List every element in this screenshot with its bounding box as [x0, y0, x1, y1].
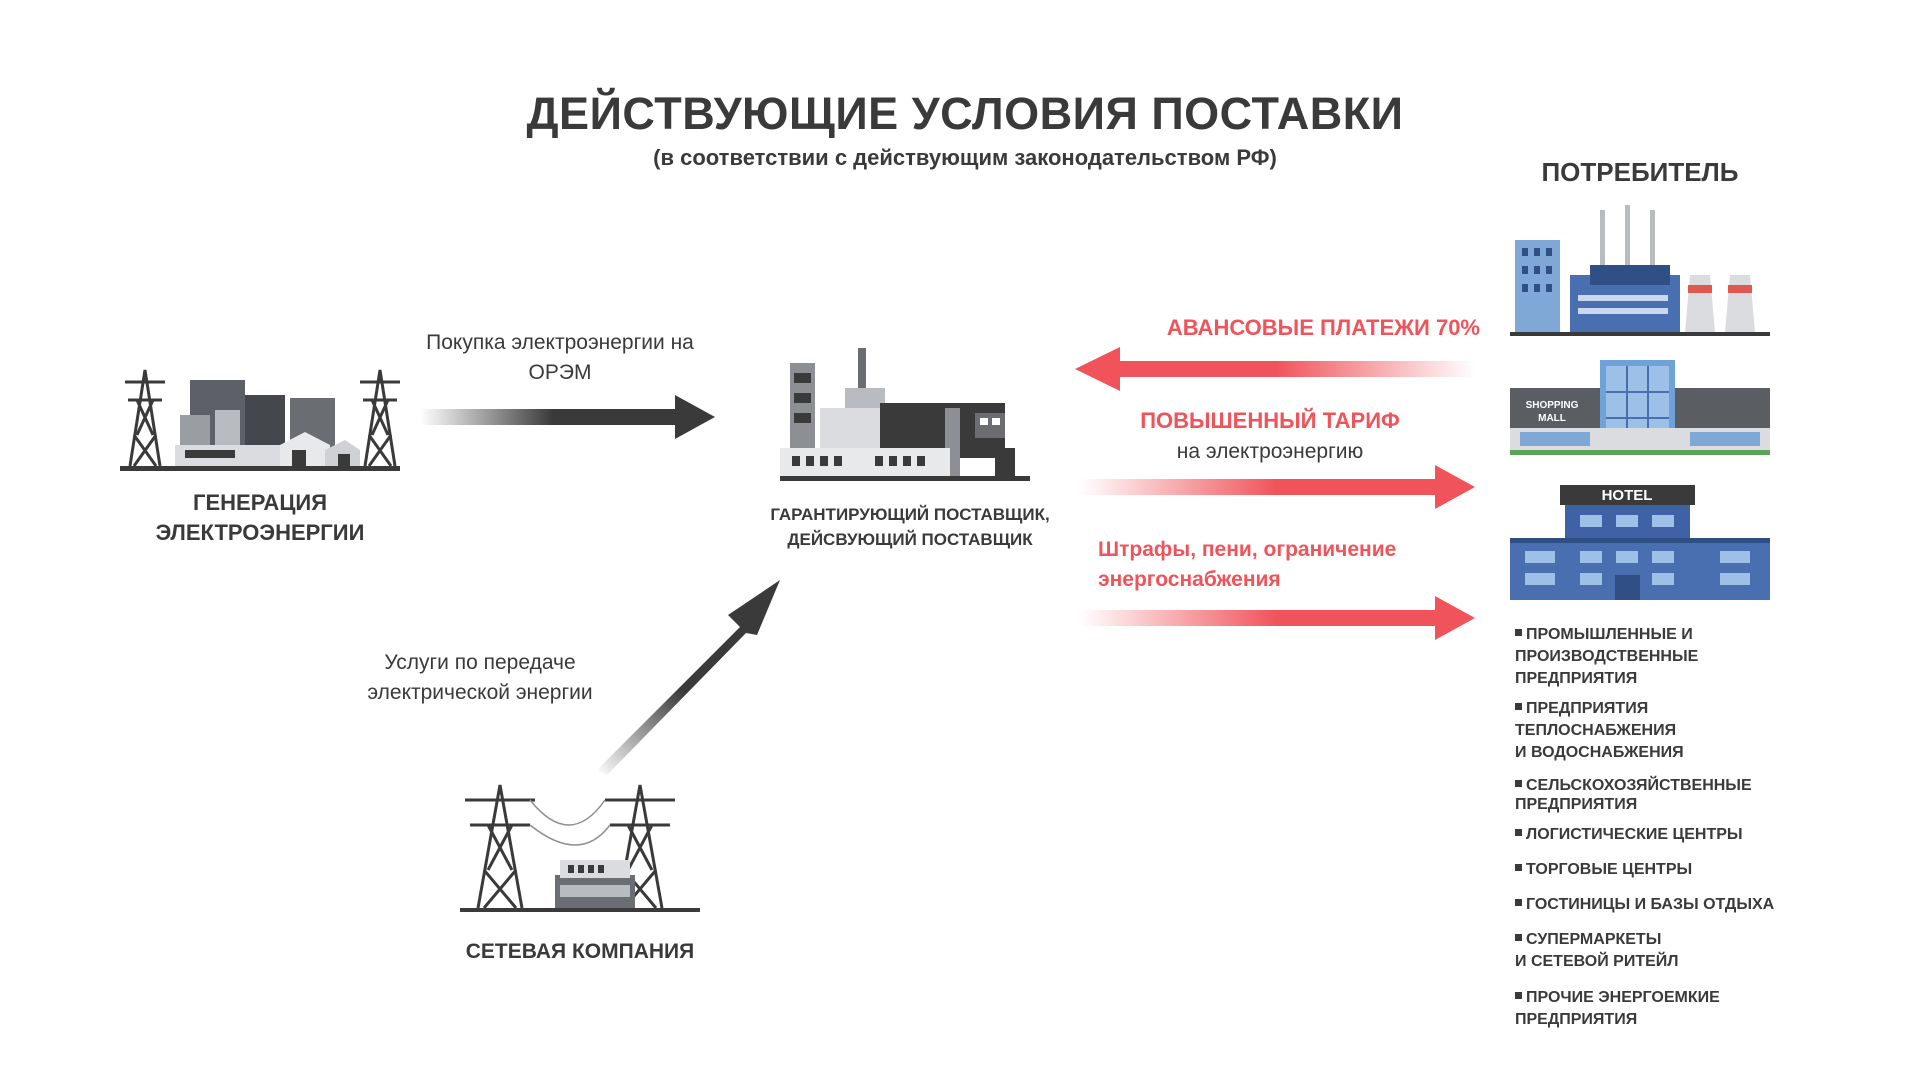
mall-sign-line2: MALL: [1538, 413, 1566, 424]
list-item: ПРОЧИЕ ЭНЕРГОЕМКИЕ ПРЕДПРИЯТИЯ: [1515, 989, 1720, 1028]
list-item: ПРОМЫШЛЕННЫЕ И ПРОИЗВОДСТВЕННЫЕ ПРЕДПРИЯ…: [1515, 626, 1699, 687]
supplier-label-line1: ГАРАНТИРУЮЩИЙ ПОСТАВЩИК,: [770, 505, 1050, 524]
list-item: СЕЛЬСКОХОЗЯЙСТВЕННЫЕ ПРЕДПРИЯТИЯ: [1515, 777, 1752, 813]
fines-label-line2: энергоснабжения: [1098, 568, 1281, 591]
list-item: СУПЕРМАРКЕТЫ И СЕТЕВОЙ РИТЕЙЛ: [1515, 931, 1679, 970]
fines-label-line1: Штрафы, пени, ограничение: [1098, 538, 1397, 561]
bullet-icon: [1515, 629, 1522, 636]
transmission-arrow: [597, 580, 780, 775]
supplier-label-line2: ДЕЙСВУЮЩИЙ ПОСТАВЩИК: [787, 530, 1033, 549]
hotel-building-icon: HOTEL: [1510, 485, 1770, 600]
transmission-label-line2: электрической энергии: [367, 681, 593, 704]
bullet-icon: [1515, 780, 1522, 787]
list-item: ПРЕДПРИЯТИЯ ТЕПЛОСНАБЖЕНИЯ И ВОДОСНАБЖЕН…: [1515, 700, 1684, 761]
list-item: ТОРГОВЫЕ ЦЕНТРЫ: [1515, 859, 1915, 881]
bullet-icon: [1515, 864, 1522, 871]
power-plant-icon: [120, 369, 400, 471]
page-subtitle: (в соответствии с действующим законодате…: [653, 145, 1277, 170]
mall-sign-line1: SHOPPING: [1526, 400, 1579, 411]
bullet-icon: [1515, 934, 1522, 941]
bullet-icon: [1515, 829, 1522, 836]
fines-arrow: [1080, 596, 1475, 640]
list-item: ГОСТИНИЦЫ И БАЗЫ ОТДЫХА: [1515, 894, 1915, 916]
bullet-icon: [1515, 703, 1522, 710]
generation-label-line2: ЭЛЕКТРОЭНЕРГИИ: [155, 520, 365, 545]
purchase-label-line2: ОРЭМ: [528, 361, 592, 384]
consumer-title: ПОТРЕБИТЕЛЬ: [1541, 157, 1739, 187]
page-title: ДЕЙСТВУЮЩИЕ УСЛОВИЯ ПОСТАВКИ: [526, 88, 1404, 139]
bullet-icon: [1515, 899, 1522, 906]
list-item: ЛОГИСТИЧЕСКИЕ ЦЕНТРЫ: [1515, 824, 1915, 846]
supplier-plant-icon: [780, 348, 1030, 481]
factory-building-icon: [1510, 205, 1770, 336]
transmission-towers-icon: [460, 784, 700, 912]
bullet-icon: [1515, 992, 1522, 999]
network-label: СЕТЕВАЯ КОМПАНИЯ: [465, 940, 695, 963]
tariff-label: ПОВЫШЕННЫЙ ТАРИФ: [1140, 408, 1400, 433]
tariff-sub-label: на электроэнергию: [1176, 440, 1364, 463]
advance-payment-arrow: [1075, 347, 1475, 391]
advance-payment-label: АВАНСОВЫЕ ПЛАТЕЖИ 70%: [1166, 315, 1480, 340]
tariff-arrow: [1080, 465, 1475, 509]
hotel-sign: HOTEL: [1602, 487, 1653, 504]
shopping-mall-icon: SHOPPING MALL: [1510, 360, 1770, 455]
transmission-label-line1: Услуги по передаче: [384, 651, 576, 674]
purchase-label-line1: Покупка электроэнергии на: [426, 331, 694, 354]
purchase-arrow: [420, 395, 715, 439]
generation-label-line1: ГЕНЕРАЦИЯ: [192, 490, 328, 515]
